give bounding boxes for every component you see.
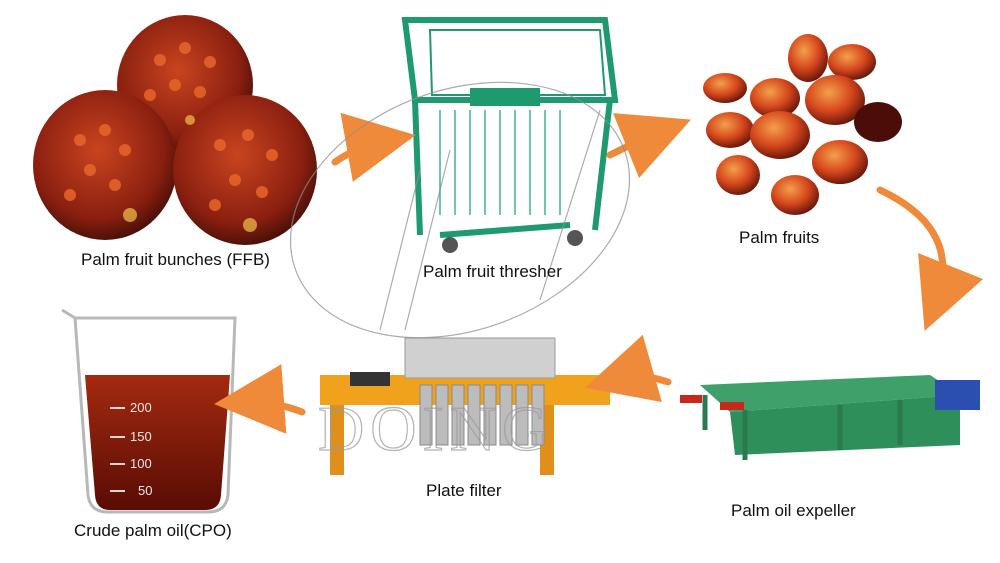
ffb-image bbox=[33, 15, 317, 245]
plate-filter-image bbox=[320, 337, 610, 475]
cpo-beaker-image: 200 150 100 50 bbox=[61, 308, 237, 514]
doing-watermark: DOING bbox=[289, 81, 631, 465]
label-cpo: Crude palm oil(CPO) bbox=[74, 521, 232, 540]
label-ffb: Palm fruit bunches (FFB) bbox=[81, 250, 270, 269]
label-plate-filter: Plate filter bbox=[426, 481, 502, 500]
beaker-mark-100: 100 bbox=[130, 456, 152, 471]
arrow-filter-to-cpo bbox=[214, 364, 306, 434]
arrow-expeller-to-filter bbox=[585, 334, 672, 403]
label-palm-fruits: Palm fruits bbox=[739, 228, 820, 247]
watermark-text: DOING bbox=[318, 393, 554, 464]
beaker-mark-200: 200 bbox=[130, 400, 152, 415]
beaker-mark-50: 50 bbox=[138, 483, 152, 498]
expeller-image bbox=[680, 375, 980, 460]
thresher-image bbox=[401, 17, 619, 253]
label-expeller: Palm oil expeller bbox=[731, 501, 856, 520]
label-thresher: Palm fruit thresher bbox=[423, 262, 562, 281]
palm-fruits-image bbox=[703, 34, 902, 215]
arrow-ffb-to-thresher bbox=[331, 112, 416, 182]
arrow-fruits-to-expeller bbox=[876, 186, 984, 332]
arrow-thresher-to-fruits bbox=[606, 113, 691, 179]
beaker-mark-150: 150 bbox=[130, 429, 152, 444]
